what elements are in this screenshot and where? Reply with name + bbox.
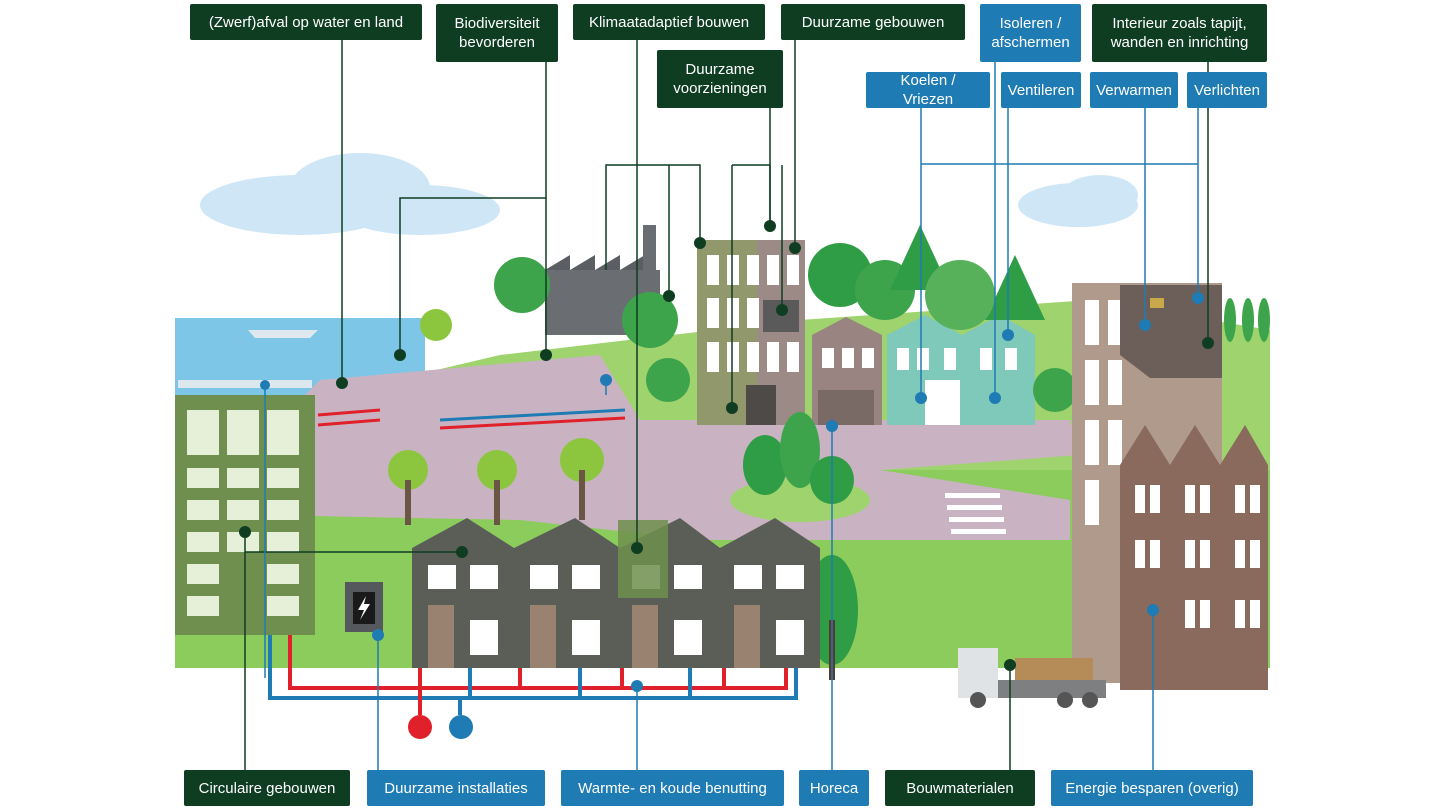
- label-koelen: Koelen / Vriezen: [866, 72, 990, 108]
- crosswalk: [945, 493, 1006, 534]
- label-biodiversiteit: Biodiversiteit bevorderen: [436, 4, 558, 62]
- label-bouwmaterialen: Bouwmaterialen: [885, 770, 1035, 806]
- label-ventileren: Ventileren: [1001, 72, 1081, 108]
- label-duurzame-gebouwen: Duurzame gebouwen: [781, 4, 965, 40]
- road: [260, 355, 1080, 540]
- horeca-buildings: [812, 315, 1035, 425]
- truck: [958, 648, 1106, 708]
- hot-pump-icon: [408, 715, 432, 739]
- label-circulaire: Circulaire gebouwen: [184, 770, 350, 806]
- battery-charge-icon: [345, 582, 383, 632]
- connector-lines: [244, 40, 1209, 770]
- label-interieur: Interieur zoals tapijt, wanden en inrich…: [1092, 4, 1267, 62]
- label-verlichten: Verlichten: [1187, 72, 1267, 108]
- label-duurzame-voorzieningen: Duurzame voorzieningen: [657, 50, 783, 108]
- marker-dots: [239, 220, 1214, 692]
- boat-icon: [248, 330, 318, 338]
- label-warmte: Warmte- en koude benutting: [561, 770, 784, 806]
- pipes: [268, 408, 798, 715]
- label-zwerfafval: (Zwerf)afval op water en land: [190, 4, 422, 40]
- tall-building: [697, 240, 805, 425]
- label-klimaatadaptief: Klimaatadaptief bouwen: [573, 4, 765, 40]
- label-isoleren: Isoleren / afschermen: [980, 4, 1081, 62]
- terraced-houses: [412, 518, 820, 668]
- label-energie: Energie besparen (overig): [1051, 770, 1253, 806]
- label-verwarmen: Verwarmen: [1090, 72, 1178, 108]
- label-installaties: Duurzame installaties: [367, 770, 545, 806]
- cold-pump-icon: [449, 715, 473, 739]
- label-horeca: Horeca: [799, 770, 869, 806]
